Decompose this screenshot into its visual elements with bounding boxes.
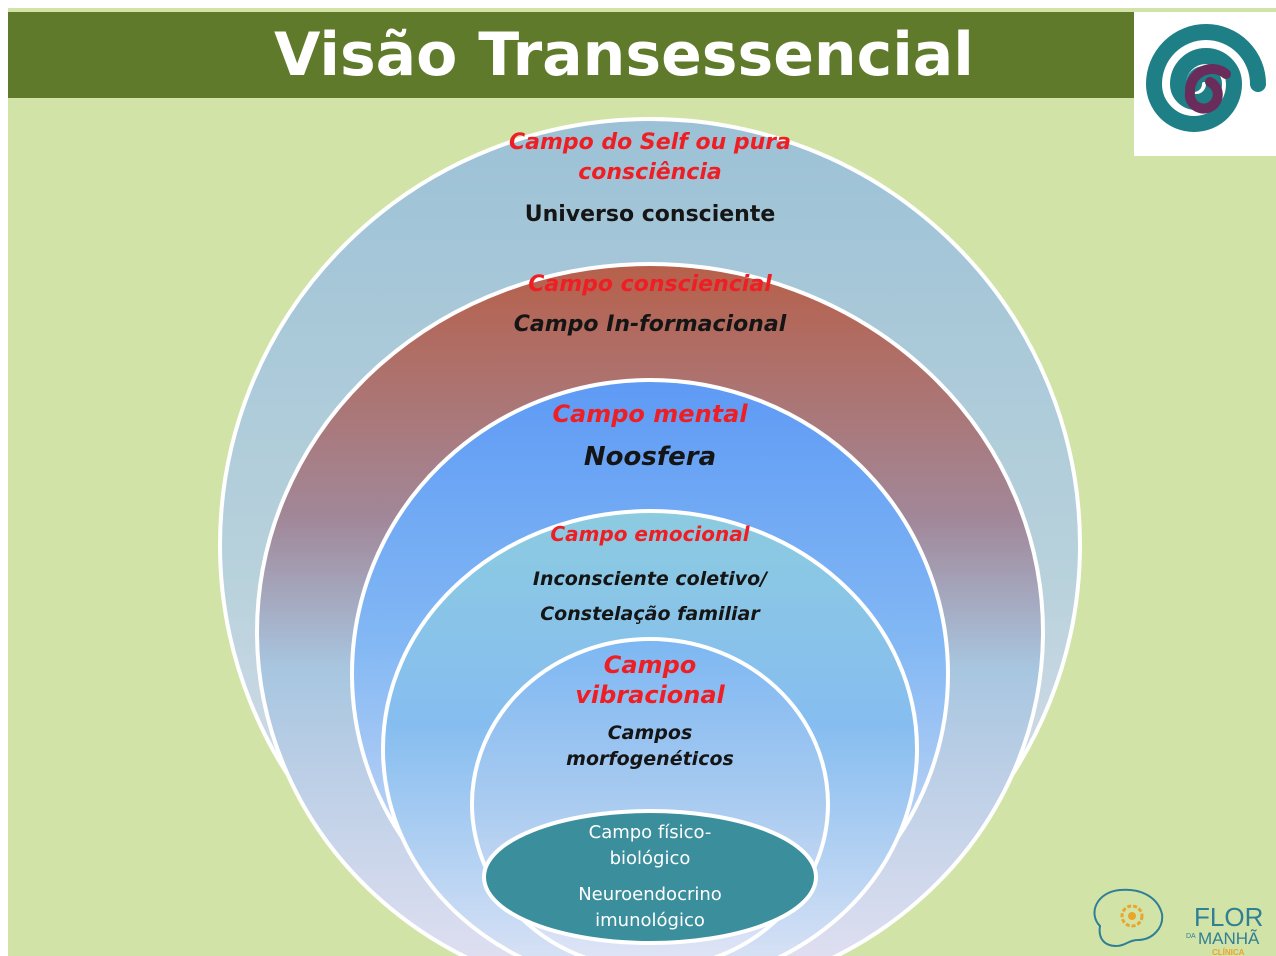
field-vibracional-name-line2: vibracional [575,681,725,709]
field-mental-description: Noosfera [583,442,717,472]
field-vibracional-name: Campo vibracional [500,650,800,710]
slide: Visão Transessencial [8,8,1276,956]
spiral-logo-icon [1145,24,1266,132]
flor-da-manha-logo-icon: FLOR DA MANHÃ CLÍNICA [1093,888,1263,956]
field-emocional-description: Inconsciente coletivo/ Constelação famil… [400,562,900,632]
field-fisico-name-line1: Campo físico- [588,822,712,843]
slide-title: Visão Transessencial [274,20,974,90]
field-emocional-name: Campo emocional [550,522,750,546]
title-bar [8,12,1276,98]
field-mental-name: Campo mental [552,400,748,428]
field-fisico-name: Campo físico- biológico [500,820,800,872]
field-fisico-description: Neuroendocrino imunológico [500,882,800,934]
brand-logo: FLOR DA MANHÃ CLÍNICA [1086,882,1276,956]
brand-flor-text: FLOR [1194,902,1263,932]
field-emocional-description-line2: Constelação familiar [540,603,760,625]
nested-fields-diagram [218,117,1082,956]
brand-clinica-text: CLÍNICA [1212,948,1245,956]
field-fisico-description-line2: imunológico [595,910,705,931]
field-self-name-line1: Campo do Self ou pura [508,130,792,155]
field-vibracional-description-line2: morfogenéticos [566,748,734,770]
field-vibracional-description: Campos morfogenéticos [500,720,800,772]
field-self-name: Campo do Self ou pura consciência [400,128,900,188]
field-vibracional-description-line1: Campos [607,722,693,744]
field-self-name-line2: consciência [578,160,722,185]
field-emocional-description-line1: Inconsciente coletivo/ [532,568,768,590]
field-vibracional-name-line1: Campo [603,651,697,679]
field-core-fisico-biologico [482,809,818,945]
field-fisico-name-line2: biológico [609,848,691,869]
field-fisico-description-line1: Neuroendocrino [578,884,722,905]
field-self-description: Universo consciente [524,202,776,227]
logo-box [1134,12,1276,156]
brand-da-text: DA [1186,933,1196,940]
field-consciencial-name: Campo consciencial [528,272,772,297]
brand-manha-text: MANHÃ [1198,929,1260,948]
field-consciencial-description: Campo In-formacional [513,312,787,337]
